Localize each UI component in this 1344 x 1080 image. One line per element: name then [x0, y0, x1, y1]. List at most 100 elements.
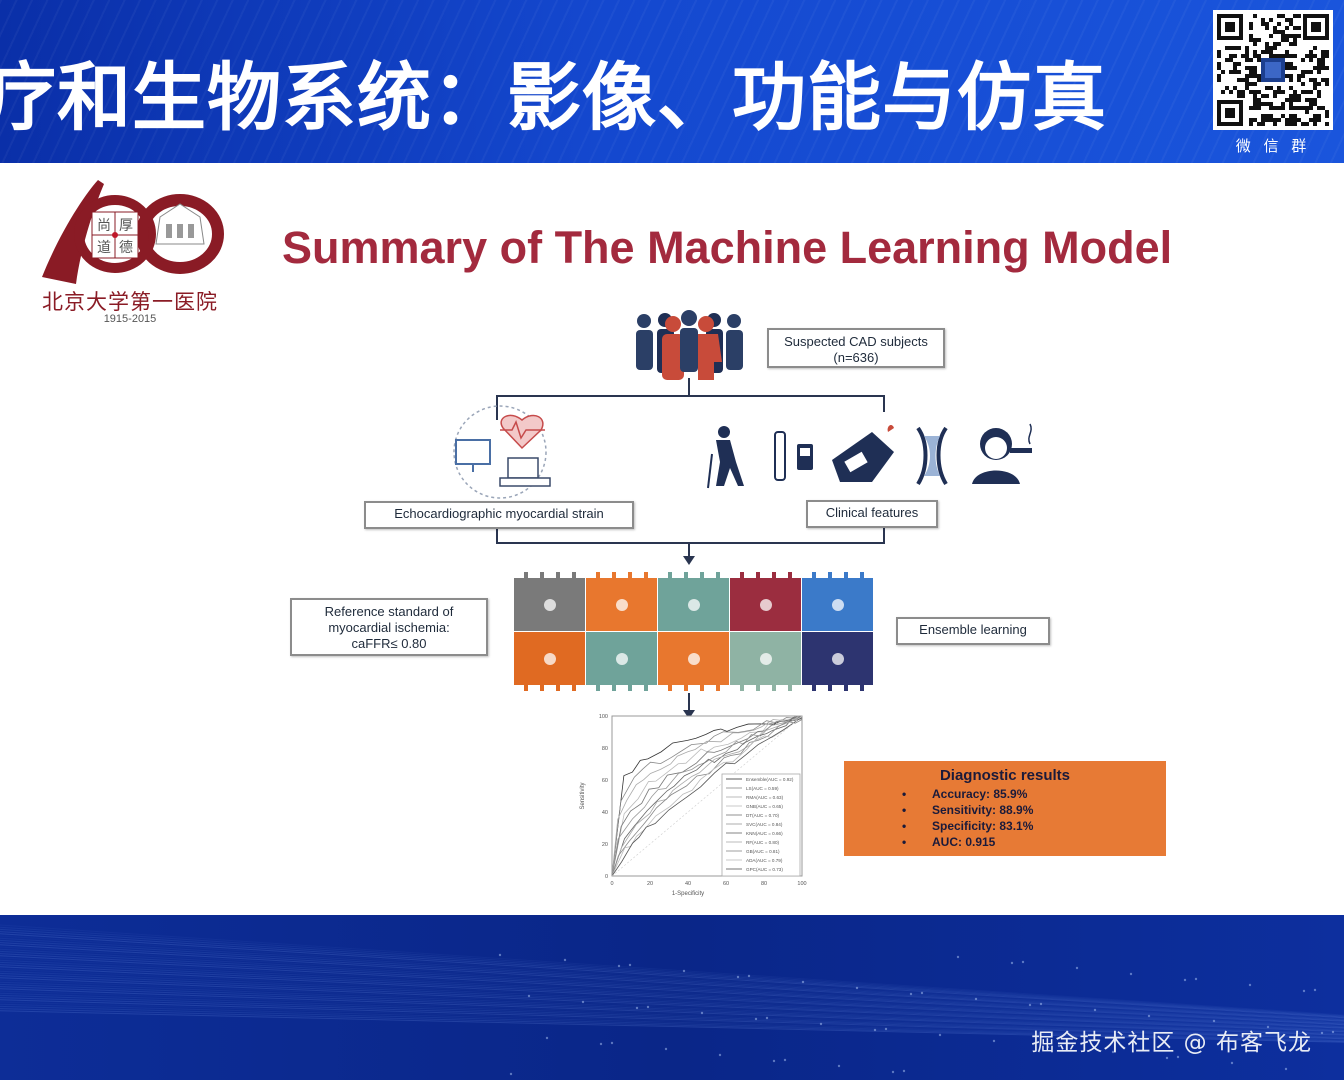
light-dot: [892, 1071, 894, 1073]
echocardiographic-strain-box: Echocardiographic myocardial strain: [364, 501, 634, 529]
light-dot: [582, 1001, 584, 1003]
light-dot: [1094, 1009, 1096, 1011]
diagnostic-list: Accuracy: 85.9% Sensitivity: 88.9% Speci…: [844, 786, 1166, 850]
puzzle-tab: [772, 572, 776, 578]
light-dot: [499, 954, 501, 956]
puzzle-tab: [844, 685, 848, 691]
roc-y-tick: 80: [602, 746, 608, 752]
light-dot: [1321, 1032, 1323, 1034]
glucose-meter-icon: [832, 425, 894, 482]
light-dot: [1011, 962, 1013, 964]
roc-legend-entry: KNN(AUC = 0.66): [746, 831, 783, 836]
puzzle-tab: [524, 572, 528, 578]
light-dot: [1184, 979, 1186, 981]
light-dot: [1303, 990, 1305, 992]
roc-legend-entry: ADA(AUC = 0.79): [746, 858, 783, 863]
light-dot: [784, 1059, 786, 1061]
puzzle-tab: [668, 685, 672, 691]
watermark: 掘金技术社区 @ 布客飞龙: [1031, 1023, 1312, 1057]
puzzle-tab: [860, 685, 864, 691]
roc-y-tick: 100: [599, 714, 608, 720]
puzzle-tab: [644, 685, 648, 691]
puzzle-tab: [596, 685, 600, 691]
light-dot: [766, 1017, 768, 1019]
light-dot: [1130, 973, 1132, 975]
puzzle-tab: [612, 685, 616, 691]
light-dot: [618, 965, 620, 967]
roc-x-tick: 0: [610, 881, 613, 887]
roc-x-tick: 80: [761, 881, 767, 887]
light-dot: [975, 998, 977, 1000]
light-dot: [903, 1070, 905, 1072]
diagnostic-results-panel: Diagnostic results Accuracy: 85.9% Sensi…: [844, 761, 1166, 856]
puzzle-tab: [812, 685, 816, 691]
puzzle-tab: [756, 685, 760, 691]
light-dot: [802, 981, 804, 983]
diagnostic-accuracy: Accuracy: 85.9%: [902, 786, 1166, 802]
puzzle-piece-icon: [688, 599, 700, 611]
diagnostic-auc: AUC: 0.915: [902, 834, 1166, 850]
light-dot: [773, 1060, 775, 1062]
light-dot: [856, 987, 858, 989]
puzzle-tab: [644, 572, 648, 578]
puzzle-piece-icon: [832, 599, 844, 611]
puzzle-piece-icon: [616, 599, 628, 611]
roc-x-tick: 60: [723, 881, 729, 887]
puzzle-tab: [572, 572, 576, 578]
elderly-person-icon: [708, 426, 744, 488]
puzzle-tab: [684, 572, 688, 578]
puzzle-tab: [556, 685, 560, 691]
puzzle-tab: [524, 685, 528, 691]
light-dot: [993, 1040, 995, 1042]
artery-icon: [918, 428, 946, 484]
roc-legend-entry: RMA(AUC = 0.63): [746, 795, 784, 800]
light-dot: [600, 1043, 602, 1045]
light-dot: [636, 1007, 638, 1009]
echocardiography-icon: [454, 406, 550, 498]
light-dot: [957, 956, 959, 958]
puzzle-piece-icon: [760, 653, 772, 665]
puzzle-piece-icon: [760, 599, 772, 611]
puzzle-piece-icon: [688, 653, 700, 665]
roc-y-label: Sensitivity: [580, 782, 586, 809]
puzzle-tab: [772, 685, 776, 691]
light-dot: [647, 1006, 649, 1008]
light-dot: [1249, 984, 1251, 986]
reference-standard-box: Reference standard of myocardial ischemi…: [290, 598, 488, 656]
roc-y-tick: 20: [602, 842, 608, 848]
light-dot: [838, 1065, 840, 1067]
roc-legend-entry: Ensemble(AUC = 0.92): [746, 777, 794, 782]
roc-y-tick: 60: [602, 778, 608, 784]
light-dot: [564, 959, 566, 961]
roc-legend-entry: RF(AUC = 0.80): [746, 840, 780, 845]
puzzle-tab: [700, 572, 704, 578]
roc-x-tick: 20: [647, 881, 653, 887]
patients-group-icon: [636, 310, 743, 380]
puzzle-tab: [572, 685, 576, 691]
puzzle-tab: [740, 572, 744, 578]
roc-legend-entry: DT(AUC = 0.70): [746, 813, 780, 818]
puzzle-tab: [596, 572, 600, 578]
reference-line2: myocardial ischemia:: [292, 620, 486, 636]
reference-line3: caFFR≤ 0.80: [292, 636, 486, 652]
puzzle-piece-icon: [544, 653, 556, 665]
puzzle-tab: [628, 685, 632, 691]
light-dot: [1148, 1015, 1150, 1017]
light-dot: [719, 1054, 721, 1056]
light-dot: [611, 1042, 613, 1044]
diagnostic-title: Diagnostic results: [844, 767, 1166, 784]
roc-legend-entry: GPC(AUC = 0.73): [746, 867, 783, 872]
light-dot: [1166, 1057, 1168, 1059]
light-dot: [910, 993, 912, 995]
wechat-qr-code: [1213, 10, 1333, 130]
light-dot: [874, 1029, 876, 1031]
light-dot: [1213, 1020, 1215, 1022]
roc-x-label: 1-Specificity: [672, 891, 704, 897]
ensemble-puzzle: [514, 572, 873, 691]
suspected-cad-subjects-box: Suspected CAD subjects (n=636): [767, 328, 945, 368]
puzzle-tab: [668, 572, 672, 578]
puzzle-tab: [828, 685, 832, 691]
puzzle-tab: [828, 572, 832, 578]
subjects-line1: Suspected CAD subjects: [769, 334, 943, 350]
roc-y-tick: 0: [605, 874, 608, 880]
